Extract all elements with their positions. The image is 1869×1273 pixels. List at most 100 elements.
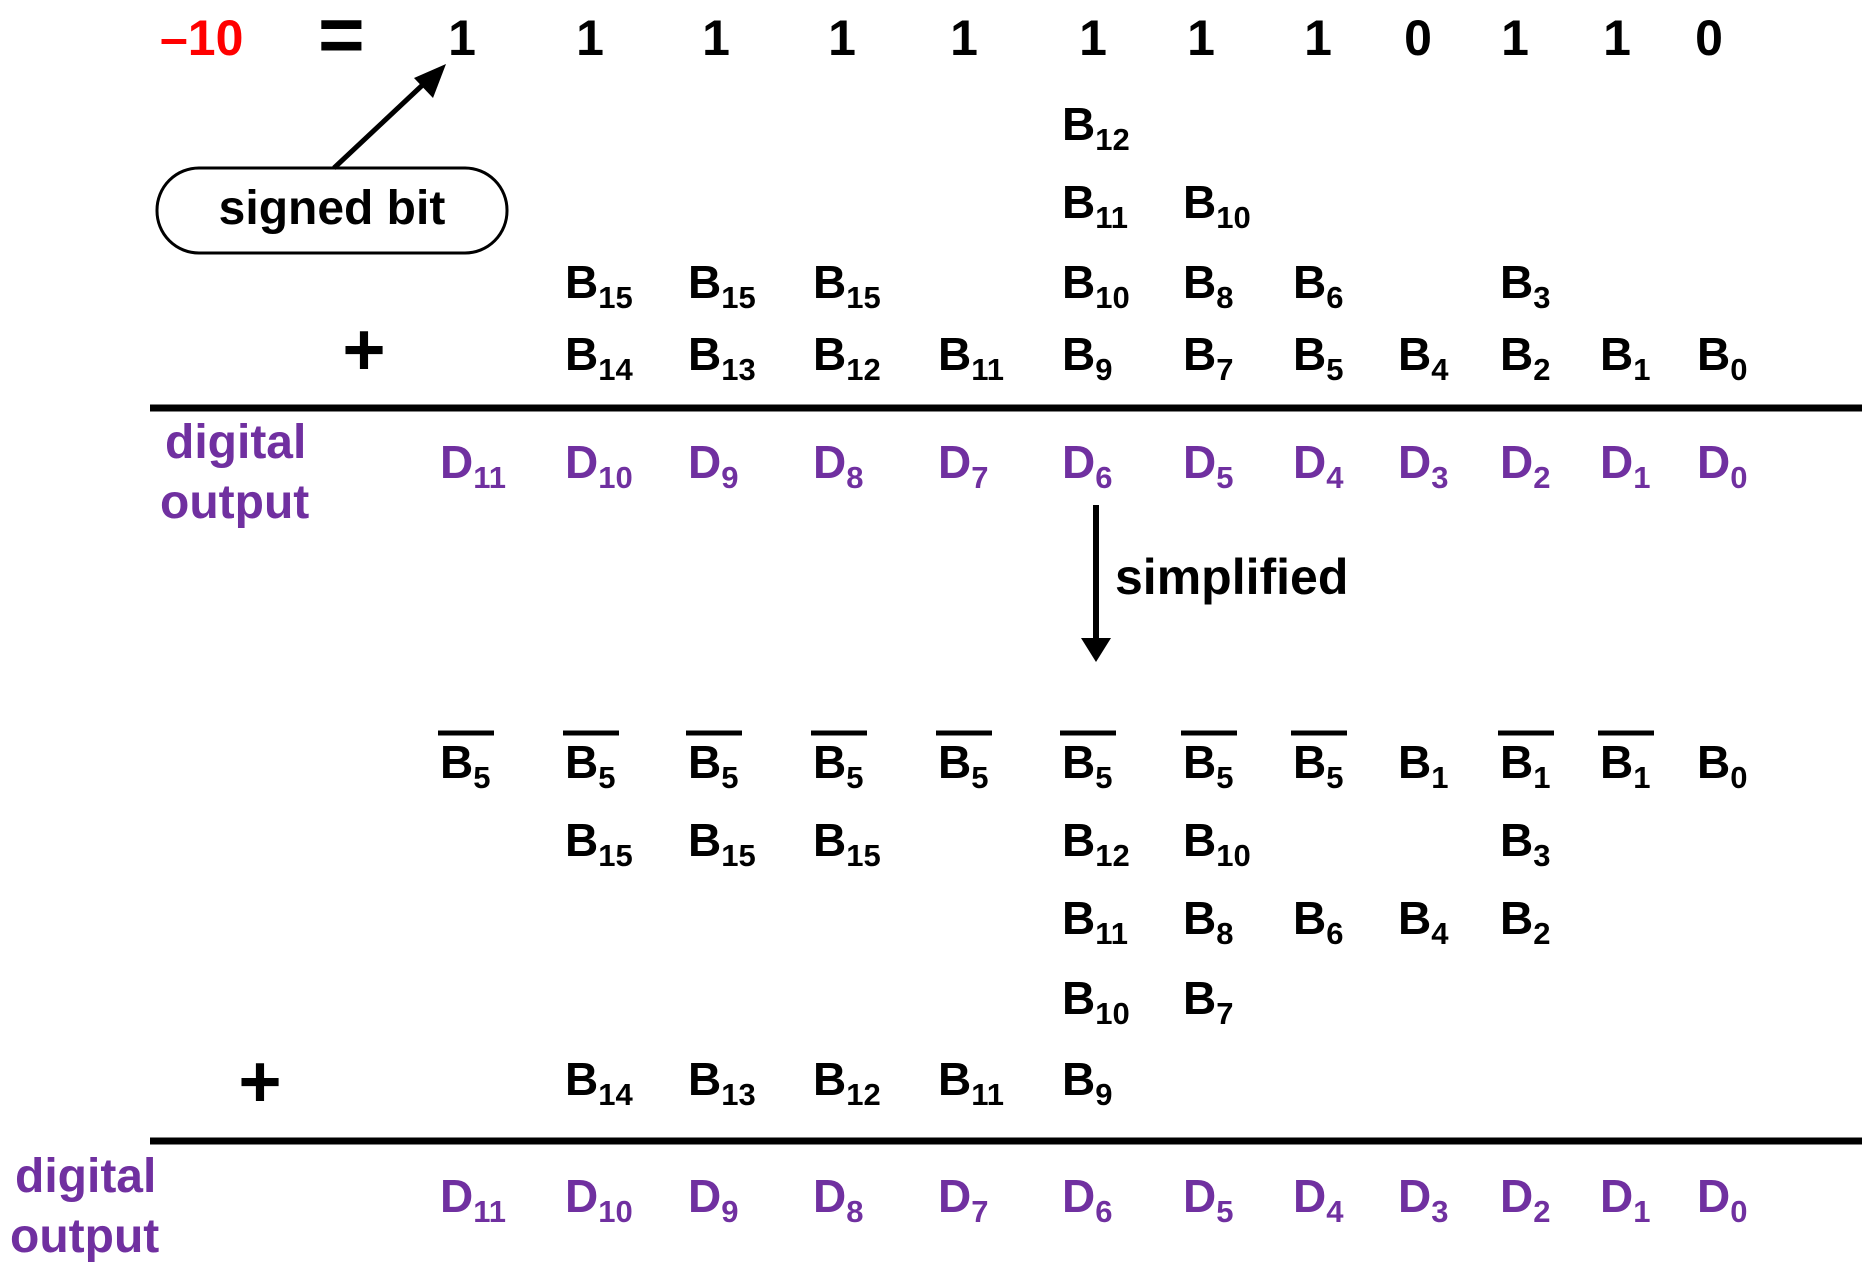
bottom-term-r0-c3: B5 [813, 736, 863, 795]
top-term-r3-c11: B0 [1697, 328, 1747, 387]
top-output-D7-letter: D [938, 436, 971, 488]
bottom-term-r2-c5-subscript: 11 [1095, 916, 1128, 951]
bottom-term-r0-c6: B5 [1183, 736, 1233, 795]
top-term-r2-c1-subscript: 15 [598, 280, 632, 315]
bottom-term-r4-c3-letter: B [813, 1053, 846, 1105]
bit-4: 1 [1304, 10, 1332, 66]
top-term-r1-c6-subscript: 10 [1216, 200, 1250, 235]
bottom-output-D5-letter: D [1183, 1170, 1216, 1222]
top-output-D9-subscript: 9 [721, 460, 738, 495]
top-term-r1-c5-letter: B [1062, 176, 1095, 228]
top-term-r3-c8: B4 [1398, 328, 1449, 387]
top-term-r3-c3-subscript: 12 [846, 352, 880, 387]
bottom-term-r0-c11-letter: B [1697, 736, 1730, 788]
bottom-output-D2-subscript: 2 [1533, 1194, 1550, 1229]
bottom-output-D9-subscript: 9 [721, 1194, 738, 1229]
top-output-D11: D11 [440, 436, 506, 495]
bit-8: 1 [828, 10, 856, 66]
top-term-r3-c11-subscript: 0 [1730, 352, 1747, 387]
top-output-D9-letter: D [688, 436, 721, 488]
top-term-r2-c2-subscript: 15 [721, 280, 755, 315]
bottom-term-r0-c6-letter: B [1183, 736, 1216, 788]
bottom-output-D3: D3 [1398, 1170, 1448, 1229]
bottom-term-r1-c9-letter: B [1500, 814, 1533, 866]
bottom-output-D10-subscript: 10 [598, 1194, 632, 1229]
bottom-output-D4: D4 [1293, 1170, 1344, 1229]
bit-0: 0 [1695, 10, 1723, 66]
bottom-output-D2: D2 [1500, 1170, 1550, 1229]
bottom-term-r1-c9: B3 [1500, 814, 1550, 873]
top-term-r1-c6-letter: B [1183, 176, 1216, 228]
bottom-term-r0-c11: B0 [1697, 736, 1747, 795]
top-term-r3-c4-subscript: 11 [971, 352, 1004, 387]
bit-11: 1 [448, 10, 476, 66]
bottom-term-r0-c5-letter: B [1062, 736, 1095, 788]
bottom-term-r2-c9: B2 [1500, 892, 1550, 951]
bottom-output-D6: D6 [1062, 1170, 1112, 1229]
top-output-D2-subscript: 2 [1533, 460, 1550, 495]
top-output-D5-subscript: 5 [1216, 460, 1233, 495]
bottom-term-r0-c10-letter: B [1600, 736, 1633, 788]
top-output-D6: D6 [1062, 436, 1112, 495]
bottom-output-D0-subscript: 0 [1730, 1194, 1747, 1229]
bottom-term-r1-c1-letter: B [565, 814, 598, 866]
bottom-term-r4-c2: B13 [688, 1053, 756, 1112]
bottom-term-r1-c5: B12 [1062, 814, 1130, 873]
bottom-term-r0-c5: B5 [1062, 736, 1112, 795]
bottom-term-r1-c3-letter: B [813, 814, 846, 866]
bottom-output-D6-letter: D [1062, 1170, 1095, 1222]
simplified-label: simplified [1115, 549, 1348, 605]
bottom-term-r3-c6-letter: B [1183, 972, 1216, 1024]
bottom-term-r2-c6-letter: B [1183, 892, 1216, 944]
bottom-term-r2-c5: B11 [1062, 892, 1128, 951]
bottom-term-r1-c2: B15 [688, 814, 756, 873]
bottom-term-r0-c2-letter: B [688, 736, 721, 788]
equals-sign: = [318, 0, 365, 79]
bottom-term-r0-c11-subscript: 0 [1730, 760, 1747, 795]
top-term-r3-c2-letter: B [688, 328, 721, 380]
bottom-term-r2-c8: B4 [1398, 892, 1449, 951]
bottom-output-label-line2: output [10, 1210, 159, 1263]
top-output-D1: D1 [1600, 436, 1650, 495]
top-output-D7-subscript: 7 [971, 460, 988, 495]
top-term-r2-c2: B15 [688, 256, 756, 315]
top-term-r2-c2-letter: B [688, 256, 721, 308]
top-term-r0-c5-letter: B [1062, 98, 1095, 150]
top-output-D4: D4 [1293, 436, 1344, 495]
bottom-term-r1-c5-subscript: 12 [1095, 838, 1129, 873]
top-term-r3-c8-subscript: 4 [1431, 352, 1449, 387]
top-plus-sign: + [342, 308, 385, 391]
top-output-D8-letter: D [813, 436, 846, 488]
bottom-term-r0-c9-letter: B [1500, 736, 1533, 788]
bit-6: 1 [1079, 10, 1107, 66]
bottom-term-r0-c2: B5 [688, 736, 738, 795]
top-output-D2-letter: D [1500, 436, 1533, 488]
bottom-output-D0: D0 [1697, 1170, 1747, 1229]
top-term-r3-c11-letter: B [1697, 328, 1730, 380]
bottom-term-r0-c0-subscript: 5 [473, 760, 490, 795]
simplified-arrowhead [1081, 638, 1111, 662]
top-term-r3-c7: B5 [1293, 328, 1343, 387]
bottom-output-label-line1: digital [15, 1150, 156, 1203]
bottom-term-r0-c1: B5 [565, 736, 615, 795]
bottom-term-r3-c5-subscript: 10 [1095, 996, 1129, 1031]
top-term-r2-c9: B3 [1500, 256, 1550, 315]
bit-3: 0 [1404, 10, 1432, 66]
top-output-D3-subscript: 3 [1431, 460, 1448, 495]
top-term-r0-c5-subscript: 12 [1095, 122, 1129, 157]
top-term-r3-c2-subscript: 13 [721, 352, 755, 387]
top-output-D1-letter: D [1600, 436, 1633, 488]
top-term-r3-c10-subscript: 1 [1633, 352, 1650, 387]
signed-bit-label: signed bit [219, 182, 446, 235]
top-term-r2-c1: B15 [565, 256, 633, 315]
bottom-term-r2-c6: B8 [1183, 892, 1233, 951]
bit-7: 1 [950, 10, 978, 66]
bit-9: 1 [702, 10, 730, 66]
top-term-r1-c5-subscript: 11 [1095, 200, 1128, 235]
bottom-term-r4-c5: B9 [1062, 1053, 1112, 1112]
bottom-output-D4-letter: D [1293, 1170, 1326, 1222]
top-output-D0-letter: D [1697, 436, 1730, 488]
top-output-D11-letter: D [440, 436, 473, 488]
